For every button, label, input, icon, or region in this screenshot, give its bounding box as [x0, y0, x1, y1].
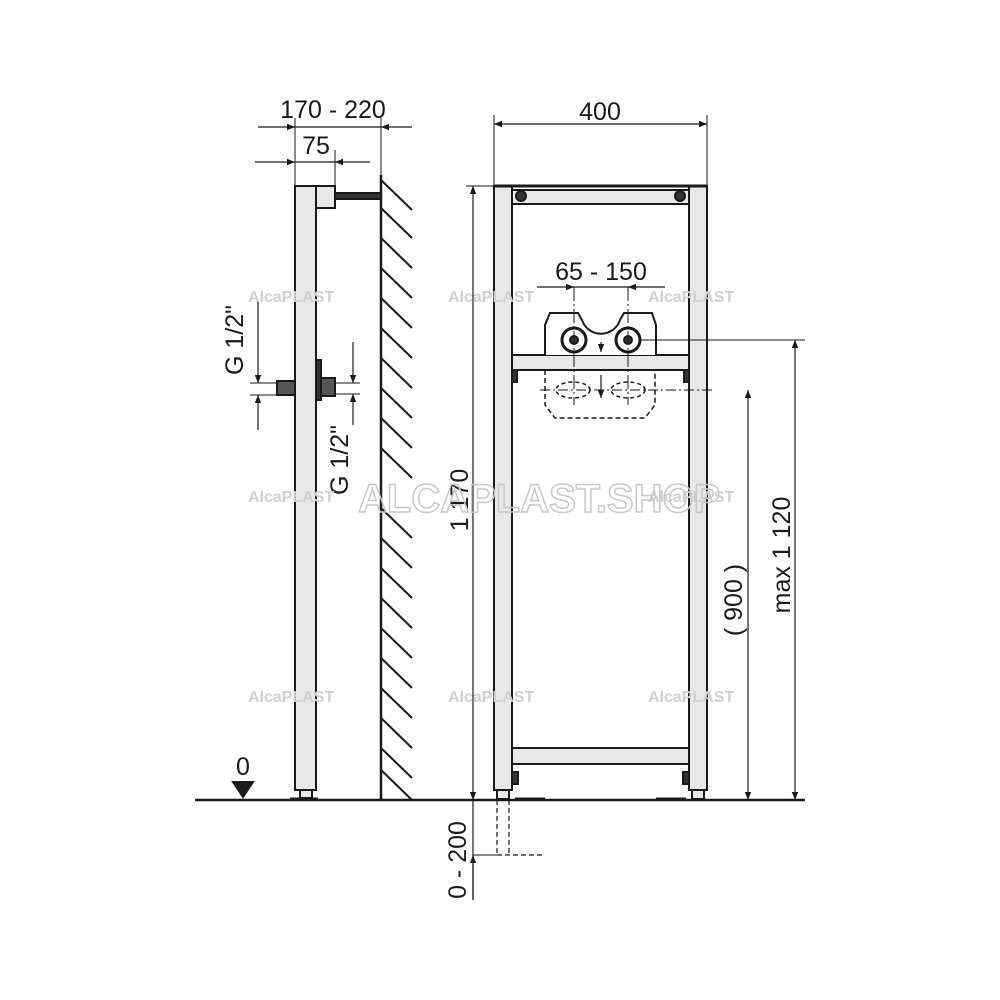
thread-left-label: G 1/2" — [221, 305, 249, 375]
dimension-labels: 170 - 220 75 G 1/2" G 1/2" 0 400 65 - 15… — [221, 96, 796, 899]
wall-hatch — [380, 179, 413, 801]
watermark-logo: AlcaPLAST — [648, 289, 734, 306]
thread-right-label: G 1/2" — [326, 425, 354, 495]
fitting-right-icon — [320, 377, 336, 397]
dim-valve-spacing-label: 65 - 150 — [555, 258, 647, 286]
dim-outlet-height-label: ( 900 ) — [720, 564, 748, 636]
front-view — [466, 115, 805, 900]
side-view — [231, 118, 413, 801]
dim-leg-adjust-label: 0 - 200 — [444, 821, 472, 899]
dim-frame-depth-label: 75 — [302, 132, 330, 160]
dim-depth-label: 170 - 220 — [280, 96, 386, 124]
watermark-logo: AlcaPLAST — [648, 489, 734, 506]
dim-width-label: 400 — [579, 98, 621, 126]
dim-max-height-label: max 1 120 — [768, 497, 796, 614]
watermark-logo: AlcaPLAST — [248, 489, 334, 506]
watermark-logo: AlcaPLAST — [248, 689, 334, 706]
watermark-logo: AlcaPLAST — [448, 289, 534, 306]
floor-level-label: 0 — [236, 753, 250, 781]
level-marker-icon — [231, 781, 255, 799]
watermark-logos: AlcaPLAST AlcaPLAST AlcaPLAST AlcaPLAST … — [248, 289, 734, 706]
watermark-main: ALCAPLAST.SHOP — [358, 477, 720, 521]
watermark-logo: AlcaPLAST — [248, 289, 334, 306]
dim-height-label: 1 170 — [446, 469, 474, 532]
watermark-logo: AlcaPLAST — [448, 689, 534, 706]
fitting-left-icon — [276, 380, 296, 396]
watermark-logo: AlcaPLAST — [648, 689, 734, 706]
